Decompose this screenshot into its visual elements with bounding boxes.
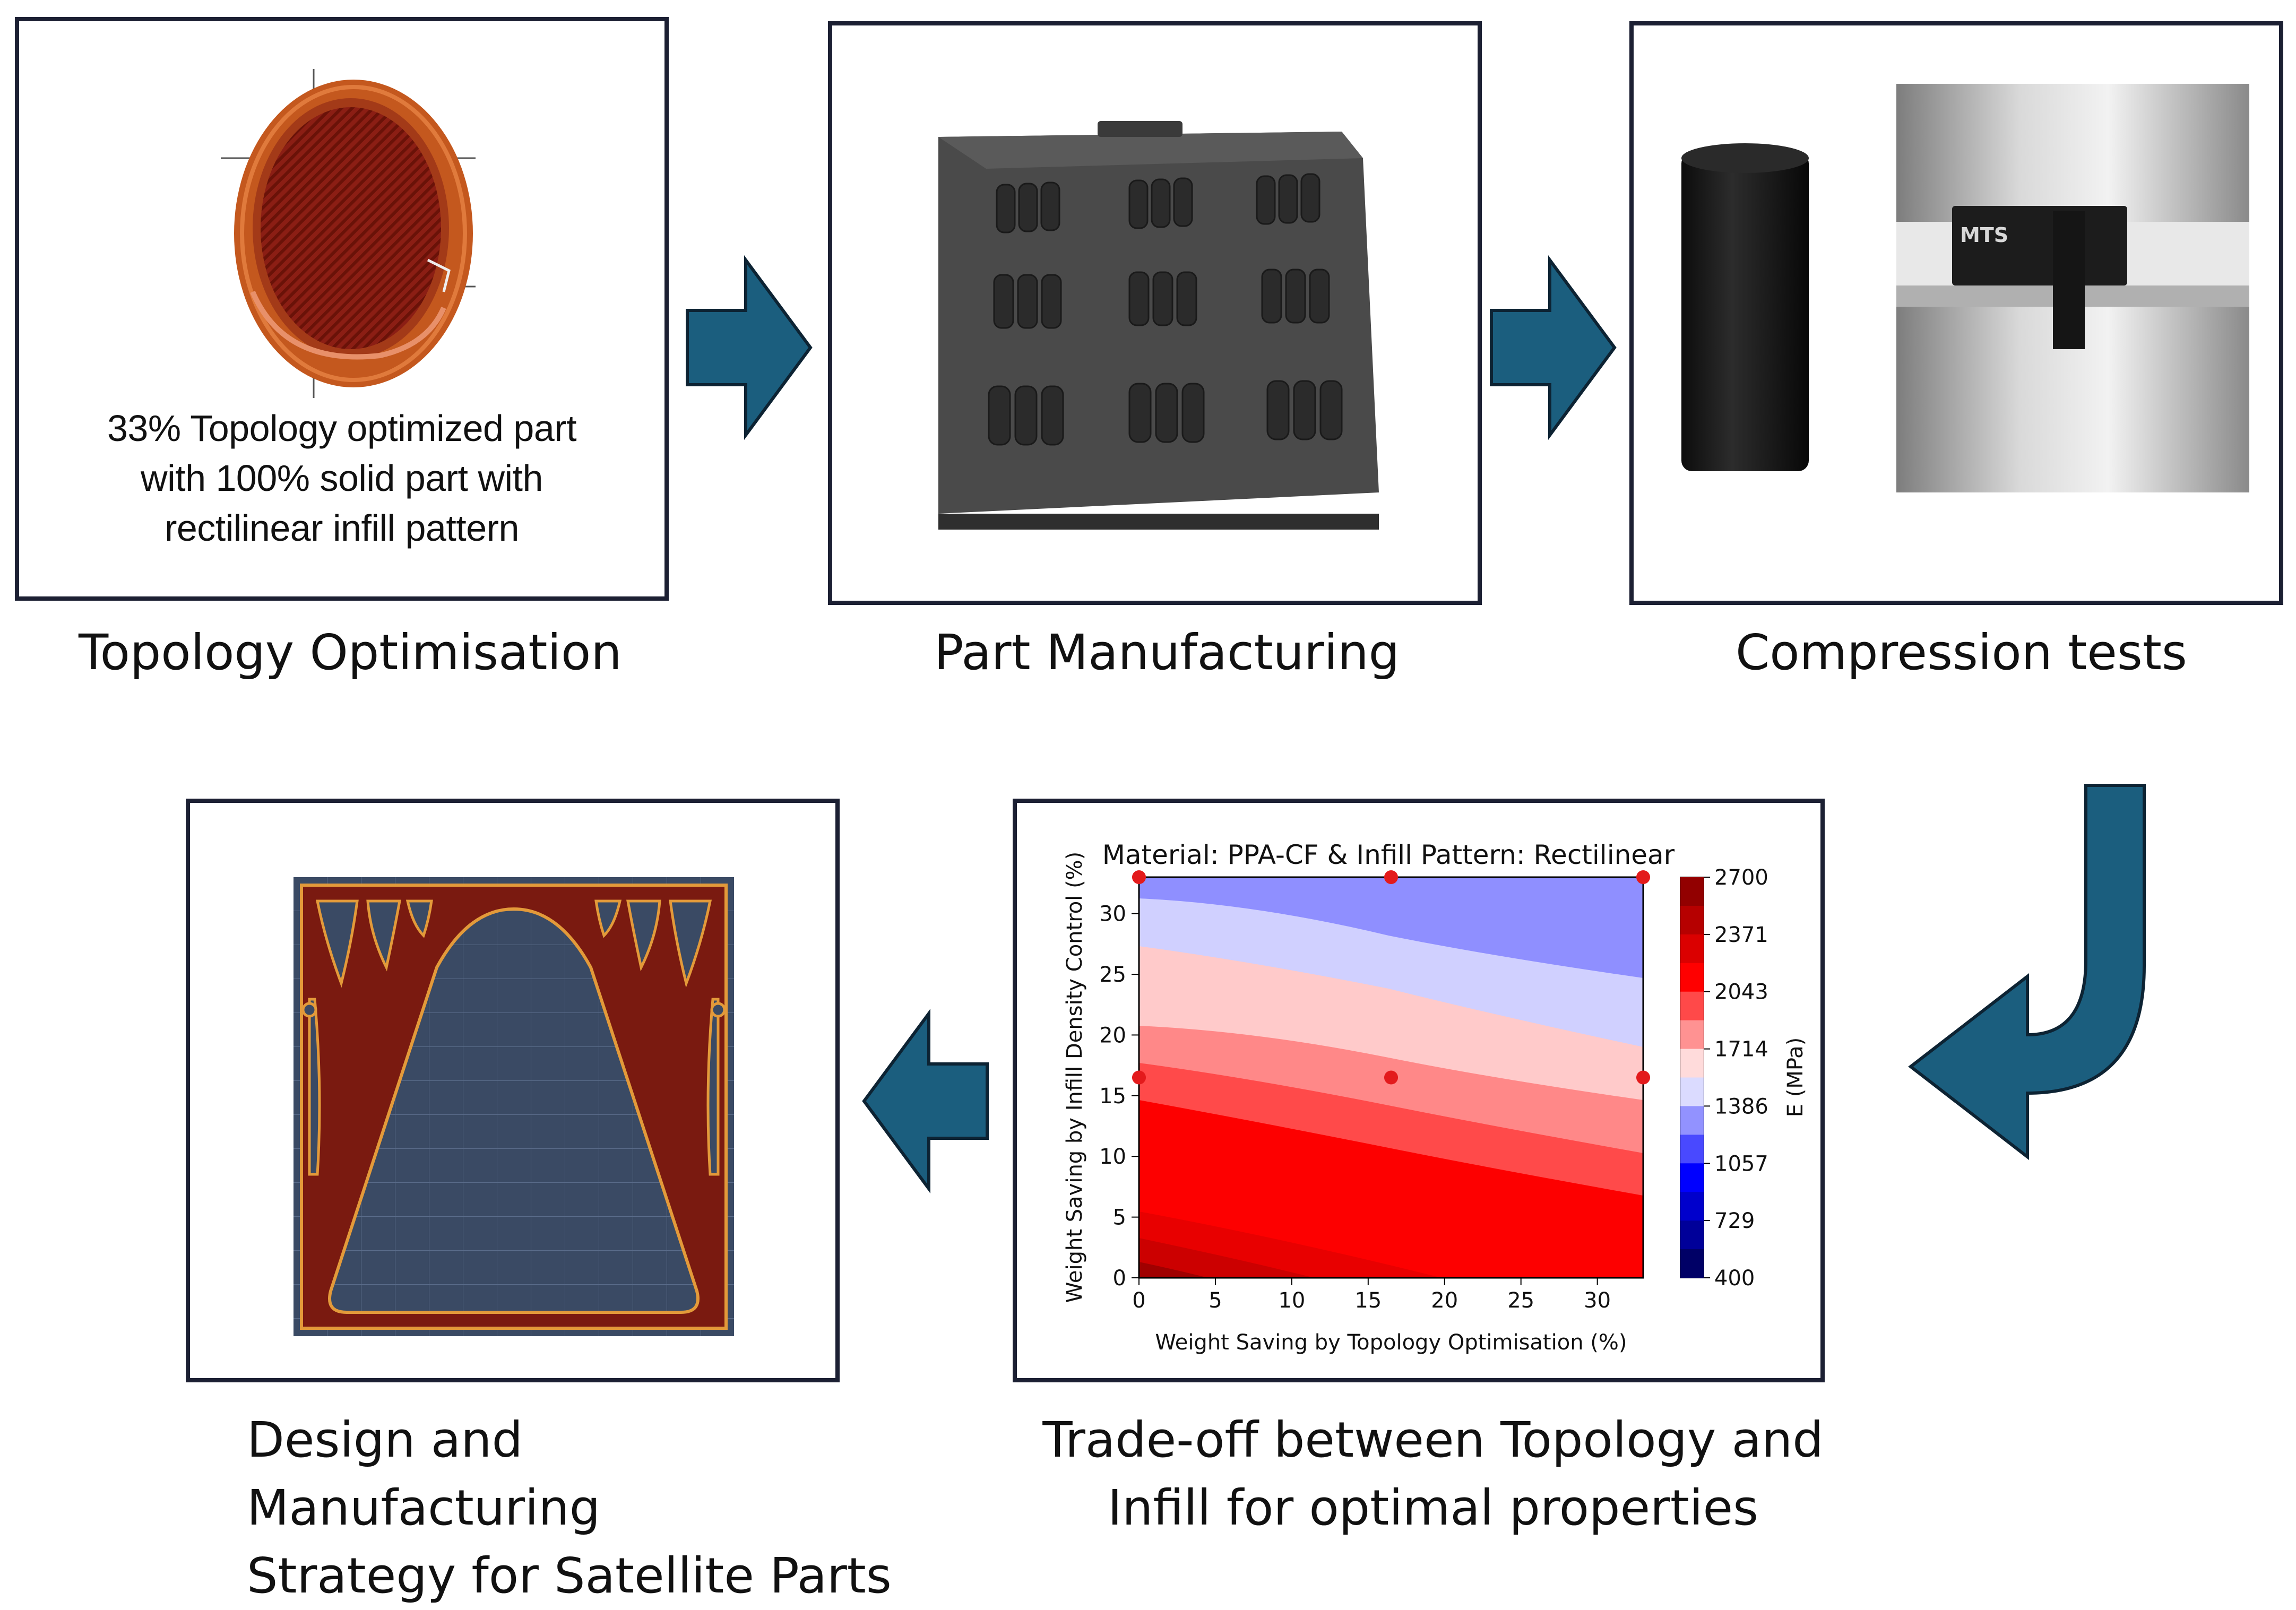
colorbar-tick-label: 1386 — [1714, 1094, 1768, 1119]
panel-tradeoff-chart: Material: PPA-CF & Infill Pattern: Recti… — [1013, 799, 1825, 1382]
panel-manufacturing — [828, 21, 1482, 605]
chart-title: Material: PPA-CF & Infill Pattern: Recti… — [1102, 839, 1675, 870]
panel-design — [186, 799, 840, 1382]
caption-design-line-1: Design and Manufacturing — [247, 1412, 601, 1536]
panel-compression: MTS — [1629, 21, 2283, 605]
colorbar-band — [1680, 963, 1704, 992]
colorbar-tick-label: 729 — [1714, 1209, 1755, 1233]
colorbar-band — [1680, 1221, 1704, 1250]
colorbar-band — [1680, 1020, 1704, 1050]
arrow-left-icon — [862, 1008, 989, 1194]
y-tick-label: 15 — [1099, 1084, 1126, 1109]
colorbar-tick-label: 2371 — [1714, 923, 1768, 947]
y-tick-label: 30 — [1099, 902, 1126, 927]
colorbar-band — [1680, 1163, 1704, 1192]
y-tick-label: 0 — [1113, 1266, 1126, 1291]
topology-note-line-1: 33% Topology optimized part — [107, 408, 577, 449]
caption-topology: Topology Optimisation — [79, 624, 622, 681]
sample-points — [1132, 870, 1650, 1085]
arrow-right-icon — [686, 255, 813, 440]
sample-point — [1636, 1070, 1650, 1085]
sample-point — [1132, 1070, 1146, 1085]
caption-tradeoff: Trade-off between Topology and Infill fo… — [982, 1406, 1884, 1542]
colorbar-band — [1680, 1049, 1704, 1078]
topology-part-illustration — [221, 69, 476, 398]
x-tick-label: 15 — [1354, 1288, 1382, 1313]
colorbar-band — [1680, 1135, 1704, 1164]
colorbar-label: E (MPa) — [1783, 1037, 1808, 1118]
topology-note-line-3: rectilinear infill pattern — [165, 507, 519, 549]
sample-point — [1636, 870, 1650, 884]
caption-manufacturing: Part Manufacturing — [934, 624, 1400, 681]
print-bed-photo — [938, 121, 1379, 530]
colorbar-tick-label: 2700 — [1714, 865, 1768, 890]
compression-test-photo: MTS — [1681, 84, 2249, 492]
panel-topology: 33% Topology optimized part with 100% so… — [15, 17, 669, 601]
colorbar-band — [1680, 905, 1704, 935]
y-tick-label: 20 — [1099, 1023, 1126, 1048]
x-tick-label: 10 — [1278, 1288, 1305, 1313]
y-tick-label: 10 — [1099, 1145, 1126, 1169]
topology-note: 33% Topology optimized part with 100% so… — [19, 403, 664, 553]
x-tick-label: 0 — [1132, 1288, 1145, 1313]
curved-arrow-icon — [1908, 784, 2146, 1161]
modulus-contour-chart: Material: PPA-CF & Infill Pattern: Recti… — [1063, 839, 1808, 1355]
caption-design: Design and Manufacturing Strategy for Sa… — [202, 1406, 892, 1610]
x-axis-ticks: 0 5 10 15 20 25 30 — [1132, 1278, 1611, 1313]
colorbar-tick-label: 2043 — [1714, 980, 1768, 1005]
x-axis-label: Weight Saving by Topology Optimisation (… — [1155, 1330, 1627, 1355]
topology-note-line-2: with 100% solid part with — [141, 457, 543, 499]
colorbar-band — [1680, 1077, 1704, 1107]
colorbar-band — [1680, 1192, 1704, 1221]
caption-compression: Compression tests — [1736, 624, 2187, 681]
y-tick-label: 5 — [1113, 1206, 1126, 1230]
colorbar-band — [1680, 934, 1704, 964]
y-tick-label: 25 — [1099, 963, 1126, 987]
caption-tradeoff-line-2: Infill for optimal properties — [1107, 1479, 1759, 1536]
x-tick-label: 25 — [1507, 1288, 1534, 1313]
sample-point — [1132, 870, 1146, 884]
x-tick-label: 20 — [1431, 1288, 1458, 1313]
colorbar-band — [1680, 1106, 1704, 1135]
mts-label: MTS — [1960, 223, 2008, 247]
y-axis-label: Weight Saving by Infill Density Control … — [1063, 852, 1087, 1303]
colorbar-tick-label: 1714 — [1714, 1037, 1768, 1062]
colorbar-tick-label: 400 — [1714, 1266, 1755, 1291]
x-tick-label: 5 — [1209, 1288, 1222, 1313]
colorbar: 2700 2371 2043 1714 1386 1057 729 400 E (MPa) — [1680, 865, 1808, 1291]
x-tick-label: 30 — [1584, 1288, 1611, 1313]
caption-tradeoff-line-1: Trade-off between Topology and — [1042, 1412, 1824, 1468]
sample-point — [1384, 870, 1398, 884]
colorbar-band — [1680, 991, 1704, 1021]
y-axis-ticks: 0 5 10 15 20 25 30 — [1099, 902, 1139, 1291]
sample-point — [1384, 1070, 1398, 1085]
caption-design-line-2: Strategy for Satellite Parts — [247, 1547, 892, 1604]
colorbar-tick-label: 1057 — [1714, 1152, 1768, 1176]
arrow-right-icon — [1490, 255, 1617, 440]
colorbar-band — [1680, 1249, 1704, 1278]
colorbar-band — [1680, 877, 1704, 906]
satellite-part-design — [294, 877, 734, 1336]
